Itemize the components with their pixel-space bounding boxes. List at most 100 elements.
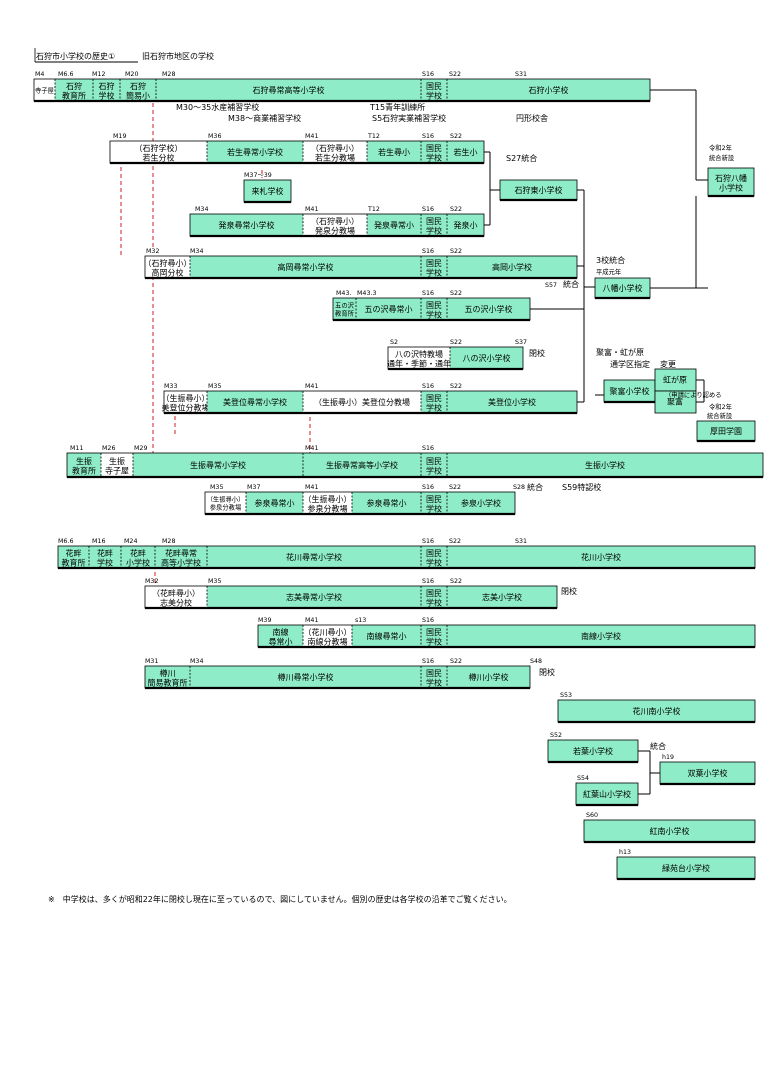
era-mark: M11 xyxy=(70,445,83,452)
school-segment xyxy=(145,666,190,688)
school-name: （石狩尋小）高岡分校 xyxy=(144,257,192,277)
school-name: 生振尋常小学校 xyxy=(190,460,246,470)
school-segment xyxy=(258,625,303,647)
annotation-note: 聚富・虹が原 xyxy=(596,347,644,357)
school-name: 双葉小学校 xyxy=(688,768,728,778)
school-segment xyxy=(421,666,447,688)
school-segment xyxy=(356,298,421,320)
annotation-note: 3校統合 xyxy=(596,255,625,265)
school-segment xyxy=(207,141,303,163)
school-name: 樽川小学校 xyxy=(469,672,509,682)
school-segment xyxy=(697,421,755,441)
era-mark: M20 xyxy=(125,71,138,78)
school-lane: 紅南小学校 xyxy=(583,819,756,844)
footnote: ※ 中学校は、多くが昭和22年に閉校し現在に至っているので、図にしていません。個… xyxy=(48,894,512,904)
era-mark: S16 xyxy=(422,383,434,390)
annotation-note: 統合新設 xyxy=(709,153,735,162)
school-segment xyxy=(207,586,421,608)
era-mark: M28 xyxy=(162,71,175,78)
page-subtitle: 旧石狩市地区の学校 xyxy=(142,51,214,61)
era-mark: M6.6 xyxy=(58,71,73,78)
school-name: 虹が原 xyxy=(663,375,687,385)
annotation-note: M38〜商業補習学校 xyxy=(228,113,301,123)
school-name: 南線尋常小 xyxy=(367,631,407,641)
school-name: 若生小 xyxy=(454,147,478,157)
era-mark: M6.6 xyxy=(58,538,73,545)
school-segment xyxy=(421,214,447,236)
era-mark: S22 xyxy=(450,578,462,585)
school-segment xyxy=(595,278,650,298)
school-name: 石狩小学校 xyxy=(529,85,569,95)
school-segment xyxy=(421,625,447,647)
school-lane: 若葉小学校 xyxy=(547,739,639,764)
school-segment xyxy=(303,214,367,236)
era-mark: M35 xyxy=(208,383,221,390)
school-segment xyxy=(450,347,523,369)
school-lane: 生振教育所生振寺子屋生振尋常小学校生振尋常高等小学校国民学校生振小学校 xyxy=(66,452,764,479)
school-name: 生振尋常高等小学校 xyxy=(326,460,398,470)
school-segment xyxy=(447,453,763,477)
school-name: 花畔学校 xyxy=(97,547,113,567)
school-name: 花畔尋常高等小学校 xyxy=(161,547,201,567)
annotation-note: 統合 xyxy=(563,279,579,289)
era-mark: M19 xyxy=(113,133,126,140)
school-segment xyxy=(156,79,421,101)
school-segment xyxy=(388,347,450,369)
era-mark: S16 xyxy=(422,248,434,255)
school-name: 高岡小学校 xyxy=(492,262,532,272)
school-name: 若葉小学校 xyxy=(573,746,613,756)
school-name: 花川尋常小学校 xyxy=(286,552,342,562)
school-segment xyxy=(303,391,421,413)
school-name: 五の沢尋常小 xyxy=(365,305,413,314)
school-name: 花川小学校 xyxy=(581,552,621,562)
era-mark: S22 xyxy=(450,383,462,390)
school-name: 高岡尋常小学校 xyxy=(278,262,334,272)
school-segment xyxy=(55,79,93,101)
annotation-note: 令和2年 xyxy=(709,143,732,152)
school-segment xyxy=(617,857,755,879)
school-name: 寺子屋 xyxy=(35,87,54,95)
annotation-note: 令和2年 xyxy=(709,402,732,411)
annotation-note: 通学区指定 xyxy=(610,359,650,369)
era-mark: M34 xyxy=(190,658,203,665)
era-mark: T12 xyxy=(367,206,380,213)
era-mark: M35 xyxy=(210,484,223,491)
school-segment xyxy=(367,214,421,236)
era-mark: S31 xyxy=(515,71,527,78)
era-mark: S22 xyxy=(450,290,462,297)
era-mark: S22 xyxy=(449,484,461,491)
school-segment xyxy=(190,214,303,236)
school-segment xyxy=(447,666,530,688)
school-name: 石狩簡易小 xyxy=(126,80,150,100)
era-mark: S22 xyxy=(450,658,462,665)
school-segment xyxy=(421,453,447,477)
school-segment xyxy=(303,492,352,514)
school-segment xyxy=(207,546,421,568)
school-segment xyxy=(120,79,156,101)
era-mark: S2 xyxy=(390,339,398,346)
era-mark: S54 xyxy=(577,775,589,782)
school-name: 樽川尋常小学校 xyxy=(278,672,334,682)
school-name: 石狩教育所 xyxy=(62,80,86,100)
school-segment xyxy=(576,783,638,805)
school-name: 生振教育所 xyxy=(72,455,96,475)
school-lane: 緑苑台小学校 xyxy=(616,856,756,881)
era-mark: M28 xyxy=(162,538,175,545)
era-mark: M31 xyxy=(145,658,158,665)
era-mark: S22 xyxy=(450,206,462,213)
school-segment xyxy=(447,492,515,514)
school-name: 緑苑台小学校 xyxy=(662,863,710,873)
annotation-note: 変更 xyxy=(660,359,676,369)
annotation-note: 閉校 xyxy=(561,586,577,596)
era-mark: S16 xyxy=(422,445,434,452)
school-segment xyxy=(110,141,207,163)
school-segment xyxy=(558,700,755,722)
school-segment xyxy=(421,298,447,320)
school-lane: 五の沢教育所五の沢尋常小国民学校五の沢小学校 xyxy=(332,297,531,322)
era-mark: s13 xyxy=(355,617,366,624)
